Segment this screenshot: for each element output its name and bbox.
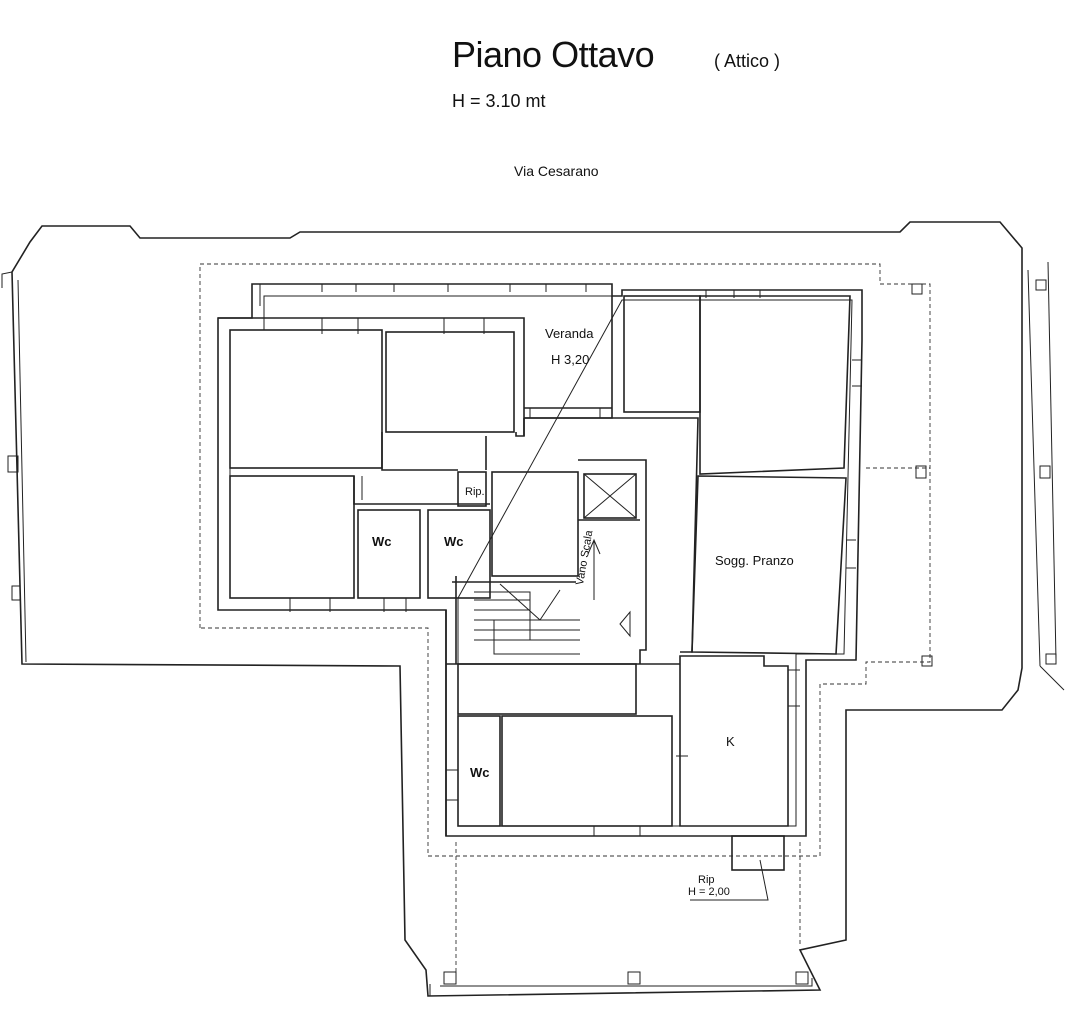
room (229, 329, 383, 469)
lower-wall (445, 610, 680, 836)
veranda-label: Veranda (545, 326, 594, 341)
pergola-post (795, 971, 809, 985)
corridor-wall (523, 417, 699, 653)
parapet-post (11, 585, 21, 601)
parapet-post (1039, 465, 1051, 479)
rip-height-label: H = 2,00 (688, 886, 730, 898)
wc-room-3 (457, 715, 501, 827)
living-dining-label: Sogg. Pranzo (715, 553, 794, 568)
room (491, 471, 579, 577)
terrace-bottom-edge (429, 978, 813, 996)
window-marks (289, 318, 862, 836)
page-title: Piano Ottavo (452, 34, 655, 75)
room-wall (699, 295, 851, 475)
pergola-post (443, 971, 457, 985)
pergola-post (915, 465, 927, 479)
wc-label-2: Wc (444, 534, 464, 549)
pergola-post (921, 655, 933, 667)
parapet-post (1045, 653, 1057, 665)
room (623, 295, 701, 413)
rip-leader-line (690, 859, 769, 901)
terrace-outline (11, 221, 1023, 997)
pergola-post (627, 971, 641, 985)
block-wall (218, 317, 525, 437)
room (501, 715, 673, 827)
kitchen-room (679, 655, 789, 827)
stair-core-wall (452, 459, 647, 664)
street-name: Via Cesarano (514, 163, 599, 179)
roof-overhang-dashed (199, 263, 931, 857)
wc-room-2 (427, 509, 491, 599)
room (229, 475, 355, 599)
pergola-post (911, 283, 923, 295)
page-subtitle: ( Attico ) (714, 51, 781, 71)
room (457, 663, 637, 715)
wc-label-1: Wc (372, 534, 392, 549)
parapet-post (1035, 279, 1047, 291)
room (385, 331, 515, 433)
kitchen-label: K (726, 734, 735, 749)
lift-shaft-cross (583, 473, 637, 519)
rip-label-top: Rip. (465, 486, 485, 498)
stair-arrow-up (587, 538, 601, 600)
stair-treads (474, 583, 580, 655)
floor-height-note: H = 3.10 mt (452, 91, 546, 111)
roof-ribs (259, 284, 761, 306)
stair-arrow-down (619, 610, 631, 638)
terrace-inner-edge-left (1, 271, 27, 663)
terrace-inner-edge-right (1027, 261, 1065, 691)
rip-closet-bottom (731, 835, 785, 871)
apartment-outer-wall (217, 283, 863, 837)
wc-label-3: Wc (470, 765, 490, 780)
pergola-dashed (455, 467, 930, 978)
wc-room-1 (357, 509, 421, 599)
lift-shaft (583, 473, 637, 519)
parapet-post (7, 455, 19, 473)
veranda-height-label: H 3,20 (551, 352, 590, 367)
rip-label-bottom: Rip (698, 874, 715, 886)
corridor-wall (353, 432, 490, 505)
rip-closet (457, 471, 487, 507)
